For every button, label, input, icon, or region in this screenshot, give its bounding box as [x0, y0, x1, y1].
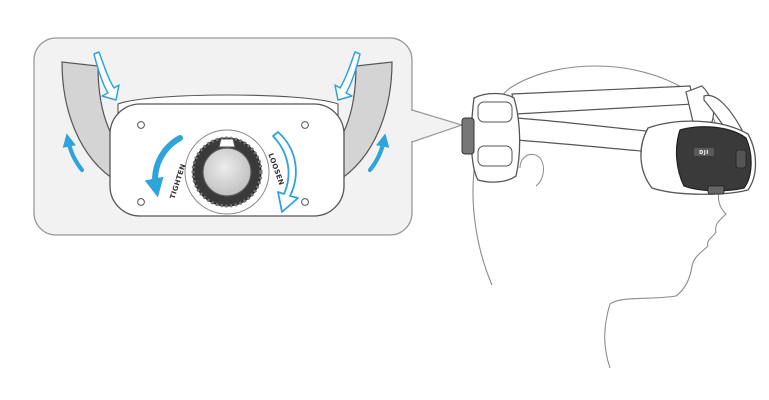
inset-callout-pointer: [411, 109, 464, 143]
headset-rear-pad-top: [477, 101, 513, 123]
strap-outline-arrow-icon-left: [93, 51, 120, 101]
screw-top-left: [137, 121, 145, 129]
headset-rear-pad-bottom: [477, 145, 513, 167]
head-silhouette-outline: [472, 65, 727, 369]
screw-bottom-left: [137, 198, 145, 206]
goggles-front-panel: [675, 126, 752, 192]
strap-solid-arrow-icon-right: [367, 133, 390, 173]
goggles-brand-badge: [694, 148, 714, 156]
strap-solid-arrow-icon-left: [62, 133, 85, 173]
strap-outline-arrow-icon-right: [334, 51, 361, 101]
headset-rear-knob: [461, 117, 475, 155]
zoom-inset-panel: TIGHTEN LOOSEN: [33, 37, 464, 236]
headset-upper-strap: [511, 85, 695, 115]
adjustment-dial: [184, 129, 270, 215]
screw-bottom-right: [301, 198, 309, 206]
goggles-lower-connector: [707, 185, 725, 195]
headset-on-head: DJI: [461, 85, 757, 195]
goggles-brand-label: DJI: [699, 150, 709, 156]
curved-arrow-outline-icon: [272, 131, 299, 213]
screw-top-right: [301, 121, 309, 129]
goggles-side-button: [735, 149, 747, 169]
curved-arrow-solid-icon: [144, 135, 183, 198]
ear-outline: [519, 153, 544, 187]
